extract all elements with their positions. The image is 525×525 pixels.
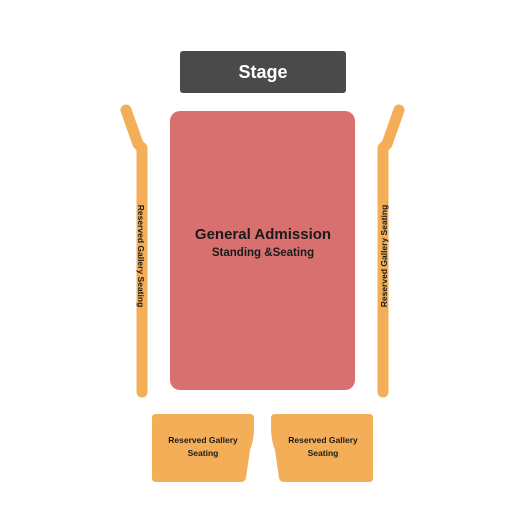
section-reserved-gallery-right[interactable]: Reserved Gallery Seating [377,104,405,398]
reserved-gallery-bottom-right-block[interactable] [271,414,373,482]
stage: Stage [180,51,346,93]
reserved-gallery-bottom-right-line2: Seating [308,448,339,458]
general-admission-title: General Admission [195,226,331,243]
reserved-gallery-right-strip[interactable] [377,104,405,398]
general-admission-subtitle: Standing &Seating [212,247,314,259]
section-reserved-gallery-left[interactable]: Reserved Gallery Seating [120,104,148,398]
reserved-gallery-bottom-left-line2: Seating [188,448,219,458]
section-general-admission[interactable]: General Admission Standing &Seating [170,111,355,390]
stage-label: Stage [238,62,287,82]
section-reserved-gallery-bottom-right[interactable]: Reserved Gallery Seating [271,414,373,482]
reserved-gallery-bottom-left-line1: Reserved Gallery [168,435,238,445]
reserved-gallery-right-label: Reserved Gallery Seating [379,205,389,308]
reserved-gallery-bottom-left-block[interactable] [152,414,254,482]
reserved-gallery-bottom-right-line1: Reserved Gallery [288,435,358,445]
reserved-gallery-left-strip[interactable] [120,104,148,398]
reserved-gallery-left-label: Reserved Gallery Seating [136,205,146,308]
general-admission-area[interactable] [170,111,355,390]
section-reserved-gallery-bottom-left[interactable]: Reserved Gallery Seating [152,414,254,482]
stage-block [180,51,346,93]
